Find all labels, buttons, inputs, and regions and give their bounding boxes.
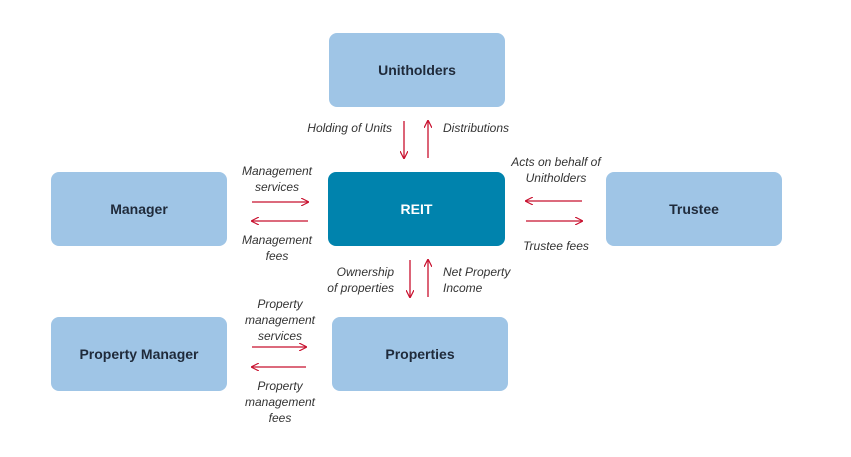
management-fees-label: Management fees — [241, 233, 313, 263]
acts-on-behalf-label: Acts on behalf of Unitholders — [511, 155, 601, 185]
holding-of-units-label: Holding of Units — [307, 121, 392, 135]
reit-box: REIT — [328, 172, 505, 246]
properties-label: Properties — [385, 346, 455, 362]
property-manager-label: Property Manager — [79, 346, 199, 362]
property-management-services-label: Property management services — [244, 297, 316, 343]
trustee-box: Trustee — [606, 172, 782, 246]
net-property-income-label: Net Property Income — [443, 265, 511, 295]
management-services-label: Management services — [241, 164, 313, 194]
reit-label: REIT — [400, 201, 433, 217]
property-management-fees-label: Property management fees — [244, 379, 316, 425]
trustee-fees-label: Trustee fees — [523, 239, 589, 253]
trustee-label: Trustee — [669, 201, 719, 217]
unitholders-label: Unitholders — [378, 62, 456, 78]
manager-box: Manager — [51, 172, 227, 246]
distributions-label: Distributions — [443, 121, 510, 135]
property-manager-box: Property Manager — [51, 317, 227, 391]
unitholders-box: Unitholders — [329, 33, 505, 107]
manager-label: Manager — [110, 201, 168, 217]
ownership-of-properties-label: Ownership of properties — [327, 265, 394, 295]
properties-box: Properties — [332, 317, 508, 391]
